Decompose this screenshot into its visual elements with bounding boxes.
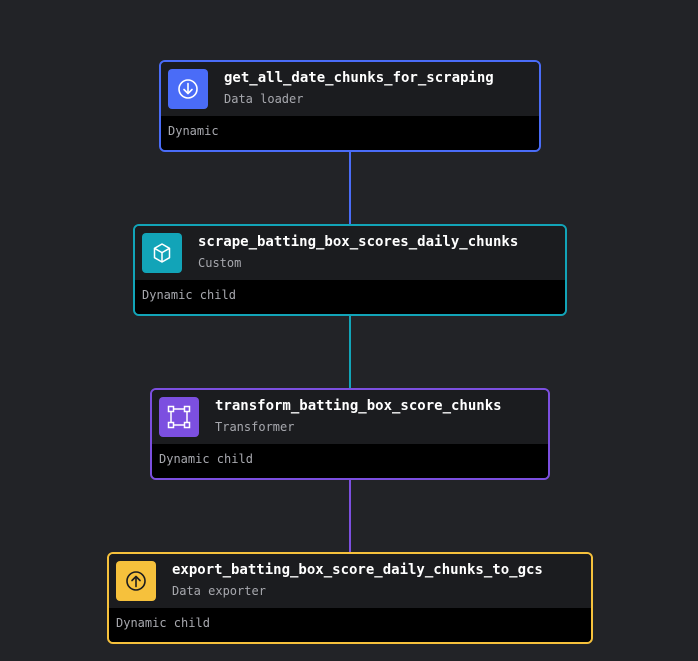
block-footer: Dynamic — [161, 116, 539, 150]
block-type-label: Data loader — [224, 92, 304, 106]
block-type-label: Custom — [198, 256, 242, 270]
cube-icon — [142, 233, 182, 273]
block-data-loader[interactable]: get_all_date_chunks_for_scraping Data lo… — [159, 60, 541, 152]
upload-arrow-icon — [116, 561, 156, 601]
block-type-label: Data exporter — [172, 584, 266, 598]
block-status-label: Dynamic — [168, 124, 219, 138]
block-title[interactable]: export_batting_box_score_daily_chunks_to… — [172, 562, 543, 578]
block-custom[interactable]: scrape_batting_box_scores_daily_chunks C… — [133, 224, 567, 316]
block-status-label: Dynamic child — [142, 288, 236, 302]
block-header: export_batting_box_score_daily_chunks_to… — [109, 554, 591, 610]
block-footer: Dynamic child — [152, 444, 548, 478]
edge-transformer-to-exporter — [349, 480, 351, 552]
edge-custom-to-transformer — [349, 316, 351, 388]
block-footer: Dynamic child — [109, 608, 591, 642]
block-data-exporter[interactable]: export_batting_box_score_daily_chunks_to… — [107, 552, 593, 644]
block-footer: Dynamic child — [135, 280, 565, 314]
block-title[interactable]: scrape_batting_box_scores_daily_chunks — [198, 234, 519, 250]
block-header: scrape_batting_box_scores_daily_chunks C… — [135, 226, 565, 282]
block-transformer[interactable]: transform_batting_box_score_chunks Trans… — [150, 388, 550, 480]
block-status-label: Dynamic child — [159, 452, 253, 466]
block-title[interactable]: transform_batting_box_score_chunks — [215, 398, 502, 414]
download-arrow-icon — [168, 69, 208, 109]
block-header: get_all_date_chunks_for_scraping Data lo… — [161, 62, 539, 118]
block-header: transform_batting_box_score_chunks Trans… — [152, 390, 548, 446]
transform-square-icon — [159, 397, 199, 437]
block-title[interactable]: get_all_date_chunks_for_scraping — [224, 70, 494, 86]
edge-loader-to-custom — [349, 152, 351, 224]
block-type-label: Transformer — [215, 420, 295, 434]
block-status-label: Dynamic child — [116, 616, 210, 630]
